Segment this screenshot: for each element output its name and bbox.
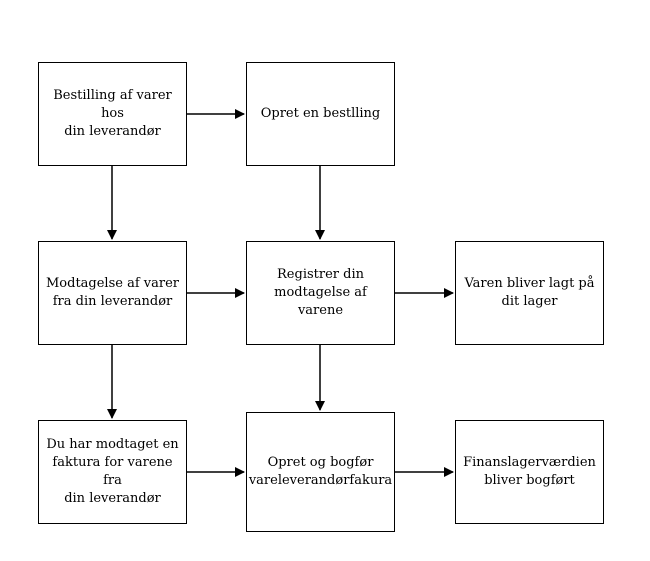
node-goods-in-stock-label: Varen bliver lagt på dit lager xyxy=(464,276,595,309)
node-inventory-value-posted-label: Finanslagerværdien bliver bogført xyxy=(463,455,596,488)
node-inventory-value-posted: Finanslagerværdien bliver bogført xyxy=(455,420,604,524)
node-invoice-received: Du har modtaget en faktura for varene fr… xyxy=(38,420,187,524)
node-order-goods: Bestilling af varer hos din leverandør xyxy=(38,62,187,166)
node-receive-goods: Modtagelse af varer fra din leverandør xyxy=(38,241,187,345)
node-order-goods-label: Bestilling af varer hos din leverandør xyxy=(53,88,172,139)
node-invoice-received-label: Du har modtaget en faktura for varene fr… xyxy=(46,437,179,506)
node-post-invoice: Opret og bogfør vareleverandørfakura xyxy=(246,412,395,532)
node-goods-in-stock: Varen bliver lagt på dit lager xyxy=(455,241,604,345)
node-create-order-label: Opret en bestlling xyxy=(260,106,381,121)
node-create-order: Opret en bestlling xyxy=(246,62,395,166)
node-register-receipt-label: Registrer din modtagelse af varene xyxy=(274,267,367,318)
node-receive-goods-label: Modtagelse af varer fra din leverandør xyxy=(45,276,179,309)
node-post-invoice-label: Opret og bogfør vareleverandørfakura xyxy=(248,455,393,488)
node-register-receipt: Registrer din modtagelse af varene xyxy=(246,241,395,345)
